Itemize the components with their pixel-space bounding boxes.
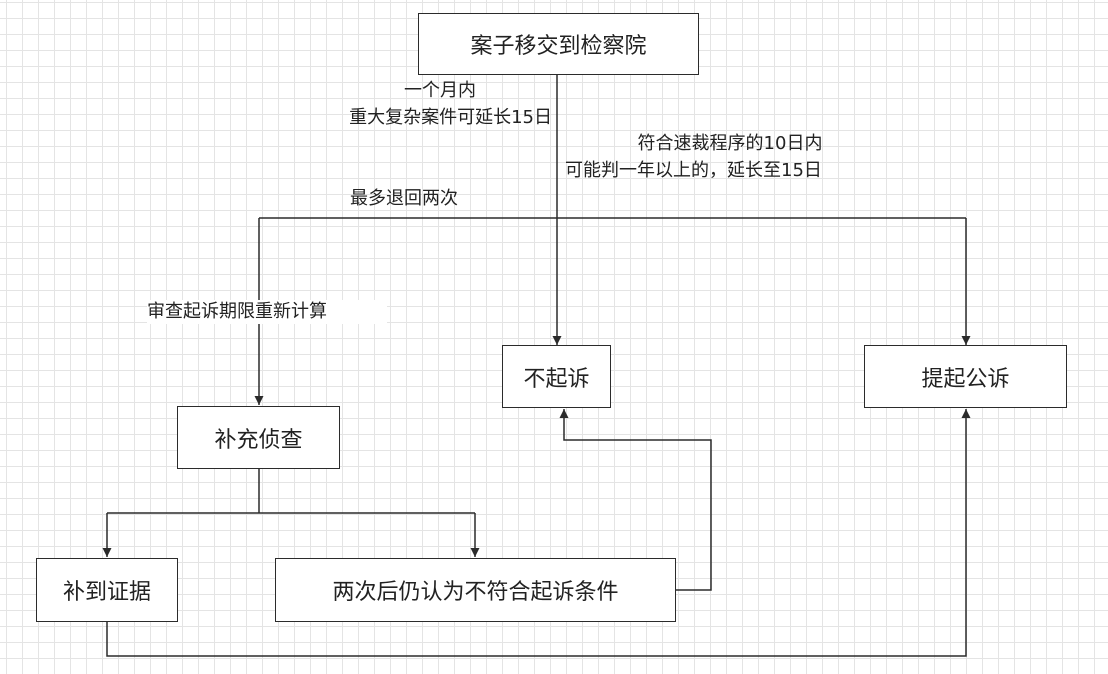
node-evidence-found: 补到证据 [36, 558, 178, 622]
node-public-prosecution: 提起公诉 [864, 345, 1067, 408]
node-supplementary-investigation: 补充侦查 [177, 406, 340, 469]
edge-evidence-found-to-public-prosecution [106, 409, 971, 657]
node-still-not-qualified: 两次后仍认为不符合起诉条件 [275, 558, 676, 622]
label-fast-track-10-days: 符合速裁程序的10日内 [637, 133, 823, 154]
node-transfer-to-procuratorate: 案子移交到检察院 [418, 13, 699, 75]
label-max-return-twice: 最多退回两次 [350, 188, 458, 209]
label-recalculate-period: 审查起诉期限重新计算 [147, 300, 387, 324]
label-major-extension: 重大复杂案件可延长15日 [349, 107, 552, 128]
node-no-prosecution: 不起诉 [502, 345, 611, 408]
label-over-one-year-extension: 可能判一年以上的，延长至15日 [565, 160, 822, 181]
label-one-month: 一个月内 [404, 80, 476, 101]
edge-still-not-qualified-to-no-prosecution [559, 409, 712, 591]
